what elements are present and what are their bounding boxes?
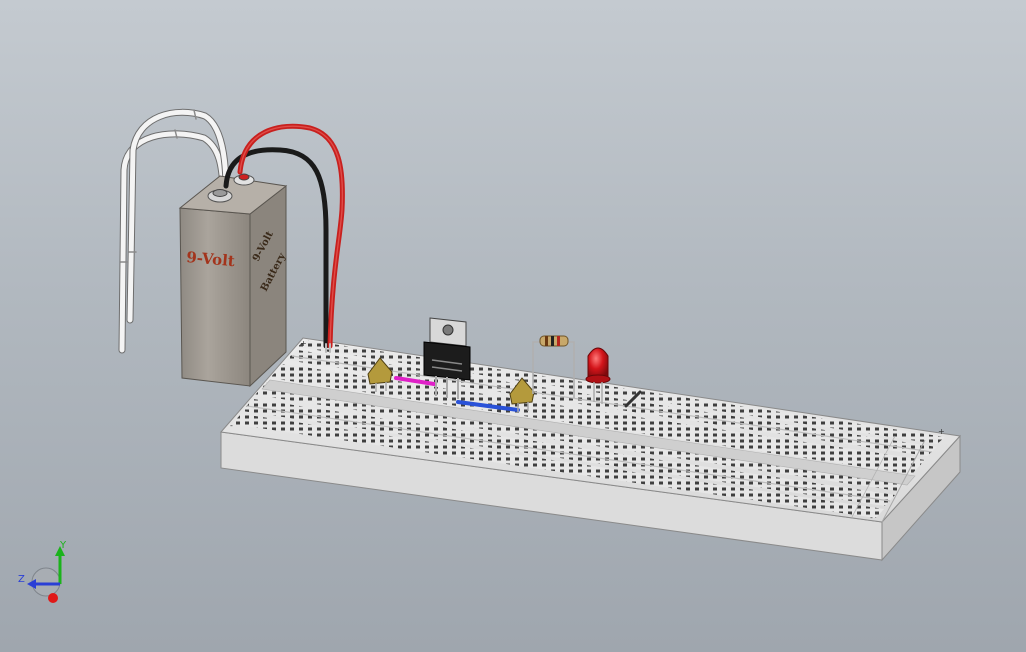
triad-y-label: Y (59, 540, 67, 551)
triad-z-label: Z (18, 574, 25, 585)
breadboard[interactable]: + - + - (220, 337, 961, 562)
magenta-jumper[interactable] (394, 376, 436, 386)
svg-text:-: - (230, 421, 233, 430)
orientation-triad[interactable]: Y Z (18, 540, 67, 603)
black-wire[interactable] (223, 147, 329, 349)
capacitor-left[interactable] (367, 357, 393, 392)
red-led[interactable] (585, 347, 611, 404)
svg-text:+: + (938, 427, 945, 436)
battery-label-main: 9-Volt (186, 248, 236, 270)
svg-text:-: - (870, 513, 873, 522)
capacitor-right[interactable] (509, 377, 535, 412)
x-axis (48, 593, 58, 603)
ground-jumper[interactable] (624, 390, 642, 408)
nine-volt-battery[interactable]: 9-Volt 9-Volt Battery (178, 173, 289, 388)
polarity-marks: + - + - (230, 339, 945, 522)
white-wires[interactable] (118, 108, 230, 354)
blue-jumper[interactable] (456, 400, 520, 412)
power-wires[interactable] (223, 123, 345, 353)
svg-text:+: + (300, 339, 307, 348)
resistor[interactable] (532, 335, 575, 398)
voltage-regulator[interactable] (423, 317, 471, 399)
